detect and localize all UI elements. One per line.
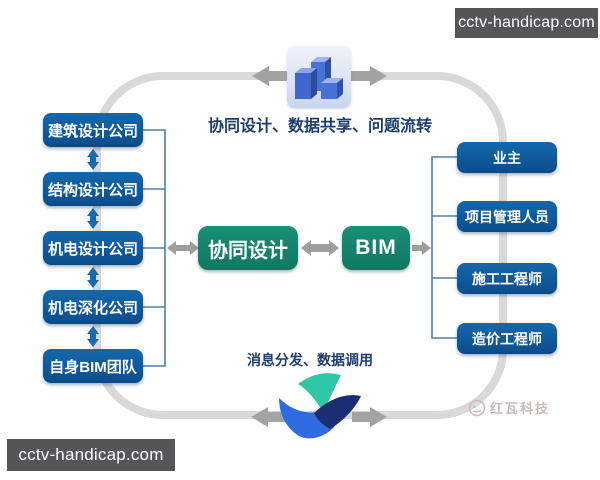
node-own-bim-team: 自身BIM团队 (43, 349, 143, 383)
node-project-managers: 项目管理人员 (457, 201, 557, 232)
node-mep-design: 机电设计公司 (43, 231, 143, 265)
node-owner: 业主 (457, 142, 557, 173)
brand-logo-icon (468, 399, 486, 416)
bird-logo-icon (278, 372, 362, 440)
brand-name: 红瓦科技 (490, 401, 551, 416)
blocks-3d-icon (287, 46, 351, 108)
bottom-caption: 消息分发、数据调用 (247, 352, 373, 368)
node-cost-engineer: 造价工程师 (457, 323, 557, 354)
hub-collaborative-design: 协同设计 (198, 226, 298, 270)
banner-bottom-left: cctv-handicap.com (7, 439, 175, 471)
node-construction-engineer: 施工工程师 (457, 263, 557, 294)
brand-watermark: 红瓦科技 (468, 398, 550, 417)
node-mep-detailing: 机电深化公司 (43, 290, 143, 324)
node-structure-design: 结构设计公司 (43, 172, 143, 206)
node-architecture-design: 建筑设计公司 (43, 113, 143, 147)
hub-bim: BIM (342, 226, 410, 270)
banner-top-right: cctv-handicap.com (455, 8, 598, 38)
top-caption: 协同设计、数据共享、问题流转 (207, 118, 432, 135)
